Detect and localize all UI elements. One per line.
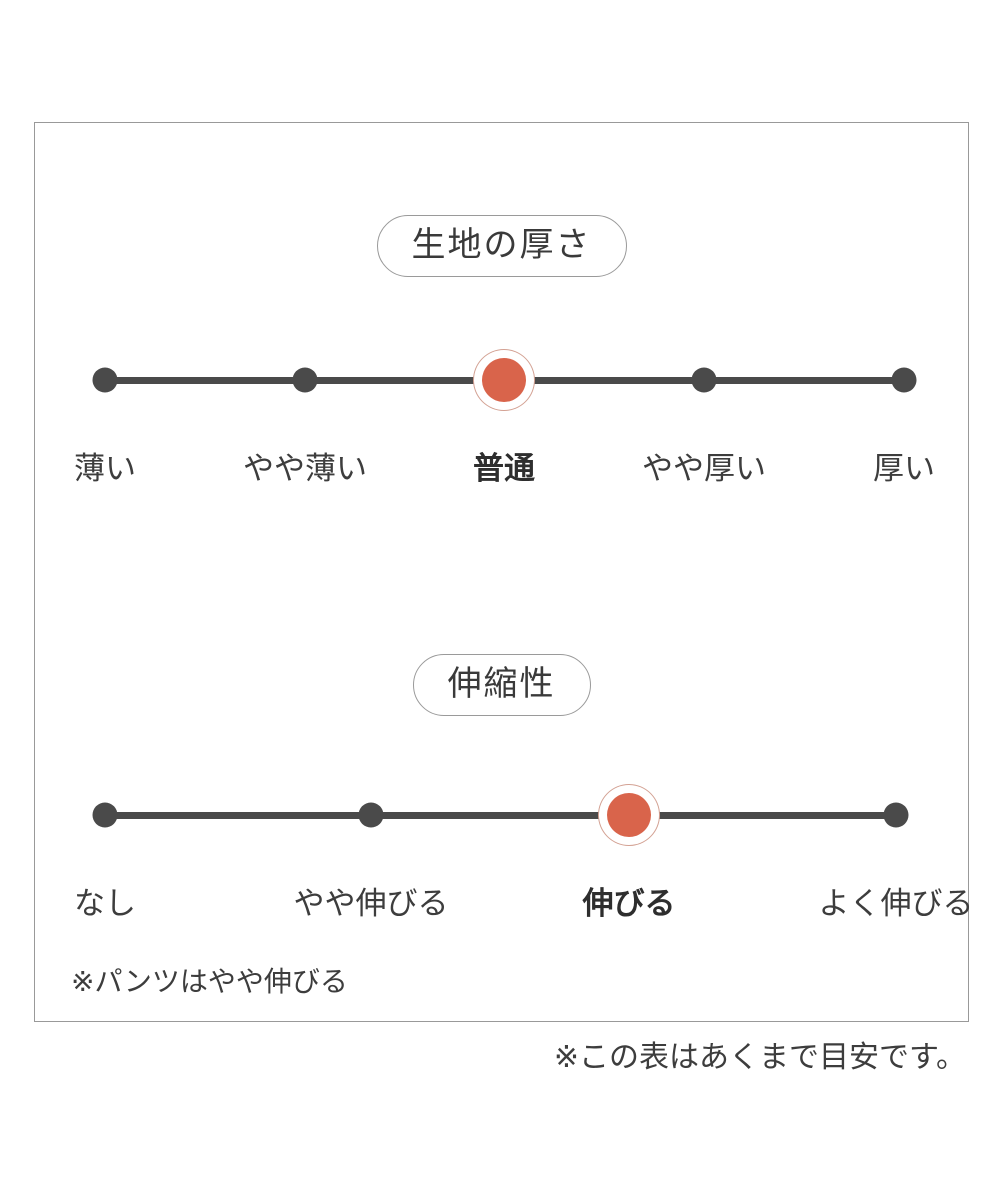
- stretch-dot-1[interactable]: [92, 802, 118, 828]
- section-thickness-badge: 生地の厚さ: [376, 215, 627, 277]
- thickness-dot-5[interactable]: [891, 367, 917, 393]
- thickness-dot-4[interactable]: [691, 367, 717, 393]
- thickness-label-2: やや薄い: [243, 451, 367, 486]
- thickness-dot-3-selected[interactable]: [482, 358, 526, 402]
- thickness-label-3-selected: 普通: [473, 451, 535, 486]
- stretch-dot-2[interactable]: [358, 802, 384, 828]
- stretch-label-3-selected: 伸びる: [582, 886, 676, 921]
- stretch-dot-3-selected[interactable]: [607, 793, 651, 837]
- stretch-dot-4[interactable]: [883, 802, 909, 828]
- section-thickness-badge-row: 生地の厚さ: [35, 215, 968, 277]
- thickness-dot-2[interactable]: [292, 367, 318, 393]
- section-stretch-badge: 伸縮性: [412, 654, 591, 716]
- thickness-dot-1[interactable]: [92, 367, 118, 393]
- stretch-track: [105, 812, 897, 819]
- thickness-label-4: やや厚い: [642, 451, 766, 486]
- thickness-label-1: 薄い: [74, 451, 136, 486]
- section-stretch-badge-row: 伸縮性: [35, 654, 968, 716]
- thickness-label-5: 厚い: [873, 451, 935, 486]
- stretch-label-4: よく伸びる: [818, 886, 974, 921]
- disclaimer-note: ※この表はあくまで目安です。: [553, 1041, 966, 1074]
- fabric-spec-panel: 生地の厚さ 薄い やや薄い 普通 やや厚い 厚い 伸縮性 なし やや伸びる 伸び…: [34, 122, 974, 1022]
- stretch-label-1: なし: [74, 886, 136, 921]
- stretch-label-2: やや伸びる: [293, 886, 449, 921]
- stretch-note: ※パンツはやや伸びる: [71, 966, 348, 997]
